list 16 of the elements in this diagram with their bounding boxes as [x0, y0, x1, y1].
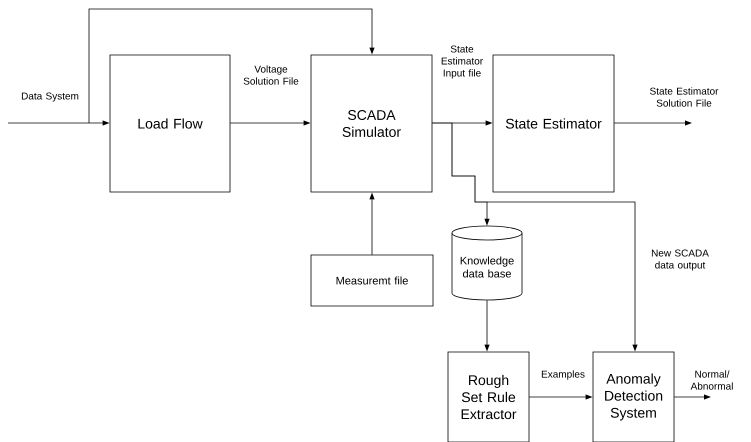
process-box: SCADA Simulator — [310, 54, 432, 192]
arrow — [88, 8, 375, 124]
edge-label: Data System — [22, 92, 78, 102]
process-box: Anomaly Detection System — [592, 352, 674, 442]
process-box: Rough Set Rule Extractor — [448, 352, 530, 442]
edge-label: State Estimator Input file — [442, 45, 483, 79]
database-cylinder: Knowledge data base — [452, 226, 522, 300]
process-box: State Estimator — [492, 54, 614, 192]
edge-label: State Estimator Solution File — [650, 87, 718, 107]
edge-label: Examples — [542, 370, 585, 380]
edge-label: New SCADA data output — [652, 249, 709, 271]
node-label: Knowledge data base — [460, 256, 514, 278]
process-box: Load Flow — [110, 54, 230, 192]
edge-label: Voltage Solution File — [244, 65, 298, 85]
process-box: Measuremt file — [310, 254, 434, 306]
edge-label: Normal/ Abnormal — [690, 370, 733, 390]
